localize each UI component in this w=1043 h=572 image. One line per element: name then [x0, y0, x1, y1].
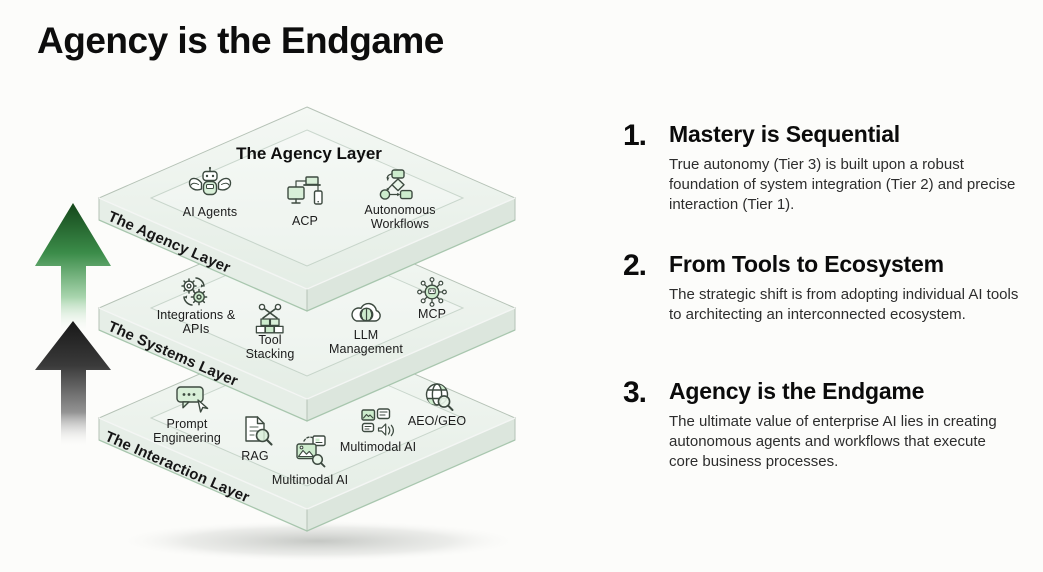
media-types-icon — [361, 408, 394, 437]
point-1-body: True autonomy (Tier 3) is built upon a r… — [669, 156, 1016, 214]
rag-label: RAG — [241, 449, 269, 463]
multimodal-ai-2-label: Multimodal AI — [339, 440, 417, 454]
document-search-icon — [245, 416, 273, 446]
multimodal-ai-label: Multimodal AI — [271, 473, 349, 487]
agency-layer-plate: The Agency Layer — [97, 106, 517, 312]
layered-stack-diagram: The Interaction Layer — [35, 106, 523, 562]
lower-growth-arrow — [35, 321, 111, 448]
point-3-number: 3. — [623, 376, 647, 409]
point-1-number: 1. — [623, 119, 647, 152]
page-title: Agency is the Endgame — [37, 20, 444, 61]
autonomous-workflows-label: Autonomous Workflows — [364, 203, 436, 232]
agency-layer-title: The Agency Layer — [236, 144, 382, 163]
ground-shadow — [113, 520, 523, 562]
llm-management-label: LLM Management — [329, 328, 403, 357]
upper-growth-arrow — [35, 203, 111, 334]
point-2: 2. From Tools to Ecosystem The strategic… — [623, 249, 1019, 325]
integrations-apis-label: Integrations & APIs — [156, 308, 236, 337]
hub-spokes-icon — [417, 277, 447, 307]
wrenches-bricks-icon — [255, 303, 284, 334]
point-2-heading: From Tools to Ecosystem — [669, 251, 944, 277]
point-1-heading: Mastery is Sequential — [669, 121, 900, 147]
chat-cursor-icon — [176, 386, 209, 413]
image-search-icon — [296, 435, 326, 468]
connected-devices-icon — [287, 176, 323, 205]
ai-agents-label: AI Agents — [182, 205, 238, 219]
point-2-number: 2. — [623, 249, 647, 282]
point-1: 1. Mastery is Sequential True autonomy (… — [623, 119, 1019, 216]
aeo-geo-label: AEO/GEO — [407, 414, 467, 428]
point-2-body: The strategic shift is from adopting ind… — [669, 286, 1019, 324]
winged-robot-icon — [188, 166, 232, 196]
acp-label: ACP — [291, 214, 318, 228]
cloud-brain-icon — [351, 302, 381, 322]
prompt-engineering-label: Prompt Engineering — [153, 417, 221, 446]
mcp-label: MCP — [417, 307, 447, 321]
point-3-body: The ultimate value of enterprise AI lies… — [669, 413, 997, 471]
point-3-heading: Agency is the Endgame — [669, 378, 925, 404]
globe-search-icon — [425, 383, 454, 411]
point-3: 3. Agency is the Endgame The ultimate va… — [623, 376, 1019, 473]
gears-sync-icon — [181, 277, 208, 306]
workflow-flowchart-icon — [379, 169, 413, 200]
tool-stacking-label: Tool Stacking — [245, 333, 295, 362]
layers-svg: The Interaction Layer — [35, 106, 523, 562]
